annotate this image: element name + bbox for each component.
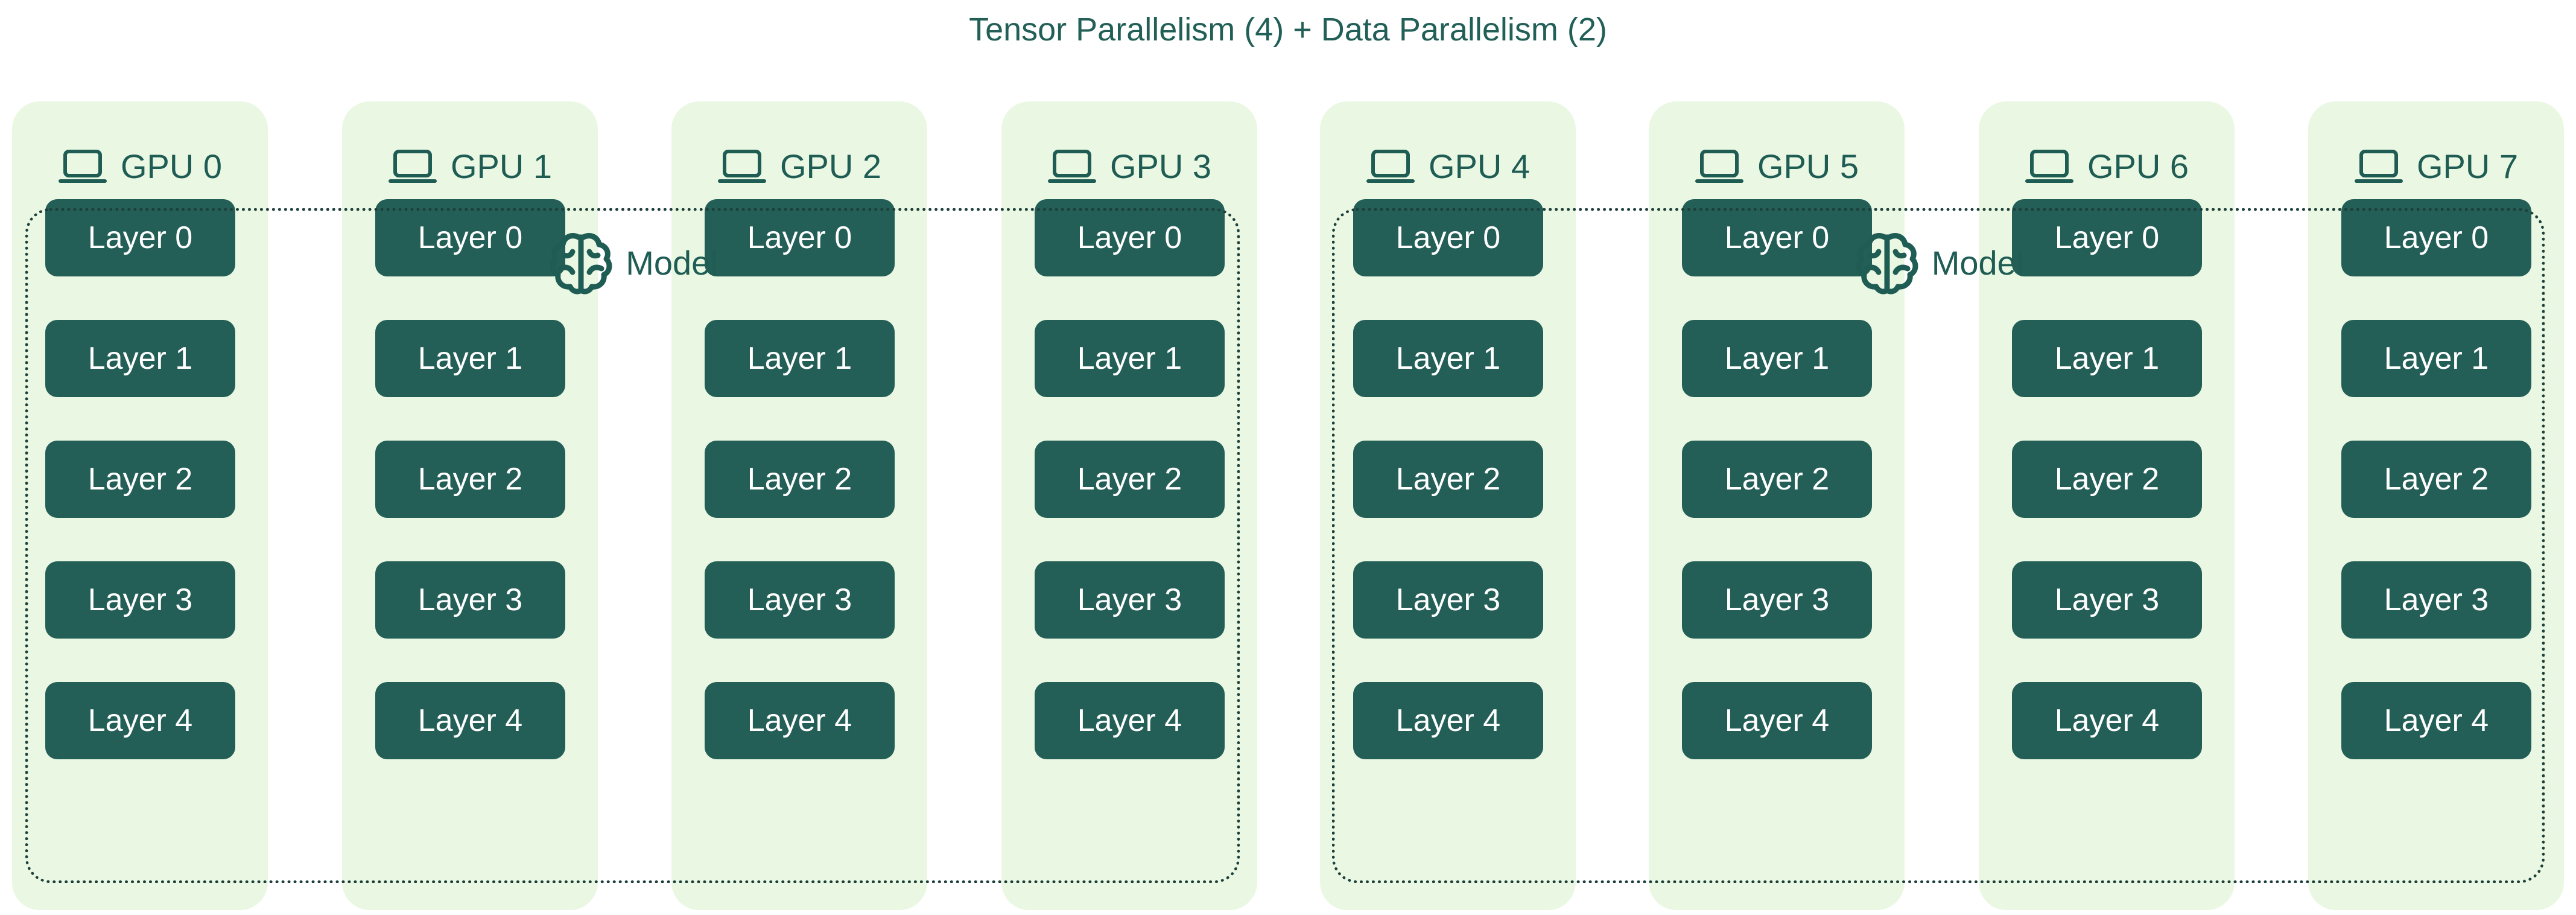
model-header: Model bbox=[1335, 229, 2542, 296]
layer-block: Layer 1 bbox=[1035, 320, 1225, 397]
gpu-label: GPU 4 bbox=[1428, 147, 1531, 185]
model-label: Model bbox=[626, 243, 718, 282]
layer-block: Layer 4 bbox=[1035, 682, 1225, 759]
gpu-label: GPU 0 bbox=[120, 147, 223, 185]
gpu-column-5: GPU 5 Layer 0 Layer 1 Layer 2 Layer 3 Layer 4 bbox=[1649, 101, 1905, 910]
gpu-header: GPU 1 bbox=[342, 142, 598, 191]
gpu-label: GPU 3 bbox=[1109, 147, 1212, 185]
model-group-0: Model bbox=[25, 208, 1240, 883]
layer-block: Layer 0 bbox=[705, 199, 895, 276]
layer-block: Layer 2 bbox=[375, 441, 565, 518]
model-label: Model bbox=[1931, 243, 2024, 282]
layer-block: Layer 0 bbox=[2012, 199, 2202, 276]
brain-icon bbox=[1853, 229, 1921, 296]
model-group-1: Model bbox=[1332, 208, 2545, 883]
layer-block: Layer 2 bbox=[2341, 441, 2531, 518]
layer-block: Layer 1 bbox=[2341, 320, 2531, 397]
layer-block: Layer 0 bbox=[1682, 199, 1872, 276]
laptop-icon bbox=[1047, 148, 1097, 185]
layer-block: Layer 0 bbox=[1035, 199, 1225, 276]
layer-block: Layer 1 bbox=[705, 320, 895, 397]
layer-block: Layer 1 bbox=[2012, 320, 2202, 397]
layer-block: Layer 3 bbox=[1353, 561, 1543, 639]
layer-block: Layer 2 bbox=[1353, 441, 1543, 518]
layer-block: Layer 3 bbox=[1035, 561, 1225, 639]
layer-block: Layer 4 bbox=[2341, 682, 2531, 759]
gpu-label: GPU 2 bbox=[779, 147, 882, 185]
layer-block: Layer 2 bbox=[2012, 441, 2202, 518]
layer-block: Layer 4 bbox=[2012, 682, 2202, 759]
layer-block: Layer 4 bbox=[1353, 682, 1543, 759]
gpu-label: GPU 5 bbox=[1757, 147, 1859, 185]
gpu-column-2: GPU 2 Layer 0 Layer 1 Layer 2 Layer 3 Layer 4 bbox=[671, 101, 927, 910]
model-header: Model bbox=[28, 229, 1237, 296]
gpu-column-4: GPU 4 Layer 0 Layer 1 Layer 2 Layer 3 Layer 4 bbox=[1320, 101, 1576, 910]
layer-block: Layer 2 bbox=[705, 441, 895, 518]
layer-block: Layer 1 bbox=[1353, 320, 1543, 397]
gpu-column-3: GPU 3 Layer 0 Layer 1 Layer 2 Layer 3 Layer 4 bbox=[1001, 101, 1257, 910]
layer-block: Layer 2 bbox=[45, 441, 235, 518]
layer-block: Layer 4 bbox=[705, 682, 895, 759]
laptop-icon bbox=[58, 148, 107, 185]
laptop-icon bbox=[1695, 148, 1744, 185]
gpu-column-0: GPU 0 Layer 0 Layer 1 Layer 2 Layer 3 Layer 4 bbox=[12, 101, 268, 910]
layer-block: Layer 0 bbox=[45, 199, 235, 276]
laptop-icon bbox=[717, 148, 767, 185]
gpu-header: GPU 2 bbox=[671, 142, 927, 191]
layer-block: Layer 4 bbox=[375, 682, 565, 759]
diagram-title: Tensor Parallelism (4) + Data Parallelis… bbox=[969, 11, 1607, 48]
gpu-header: GPU 0 bbox=[12, 142, 268, 191]
laptop-icon bbox=[2025, 148, 2074, 185]
layer-block: Layer 0 bbox=[2341, 199, 2531, 276]
layer-block: Layer 0 bbox=[1353, 199, 1543, 276]
gpu-column-6: GPU 6 Layer 0 Layer 1 Layer 2 Layer 3 Layer 4 bbox=[1979, 101, 2235, 910]
gpu-label: GPU 6 bbox=[2087, 147, 2189, 185]
gpu-header: GPU 3 bbox=[1001, 142, 1257, 191]
laptop-icon bbox=[2354, 148, 2403, 185]
gpu-column-7: GPU 7 Layer 0 Layer 1 Layer 2 Layer 3 Layer 4 bbox=[2308, 101, 2564, 910]
layer-block: Layer 3 bbox=[705, 561, 895, 639]
layer-block: Layer 1 bbox=[1682, 320, 1872, 397]
gpu-header: GPU 4 bbox=[1320, 142, 1576, 191]
layer-block: Layer 3 bbox=[45, 561, 235, 639]
gpu-label: GPU 7 bbox=[2416, 147, 2519, 185]
layer-block: Layer 3 bbox=[1682, 561, 1872, 639]
layer-block: Layer 3 bbox=[2012, 561, 2202, 639]
laptop-icon bbox=[388, 148, 437, 185]
layer-block: Layer 1 bbox=[45, 320, 235, 397]
layer-block: Layer 1 bbox=[375, 320, 565, 397]
gpu-column-1: GPU 1 Layer 0 Layer 1 Layer 2 Layer 3 Layer 4 bbox=[342, 101, 598, 910]
layer-block: Layer 3 bbox=[2341, 561, 2531, 639]
gpu-header: GPU 7 bbox=[2308, 142, 2564, 191]
gpu-header: GPU 5 bbox=[1649, 142, 1905, 191]
laptop-icon bbox=[1366, 148, 1415, 185]
brain-icon bbox=[547, 229, 615, 296]
gpu-header: GPU 6 bbox=[1979, 142, 2235, 191]
layer-block: Layer 0 bbox=[375, 199, 565, 276]
layer-block: Layer 2 bbox=[1035, 441, 1225, 518]
layer-block: Layer 4 bbox=[45, 682, 235, 759]
layer-block: Layer 2 bbox=[1682, 441, 1872, 518]
layer-block: Layer 3 bbox=[375, 561, 565, 639]
layer-block: Layer 4 bbox=[1682, 682, 1872, 759]
gpu-label: GPU 1 bbox=[450, 147, 553, 185]
